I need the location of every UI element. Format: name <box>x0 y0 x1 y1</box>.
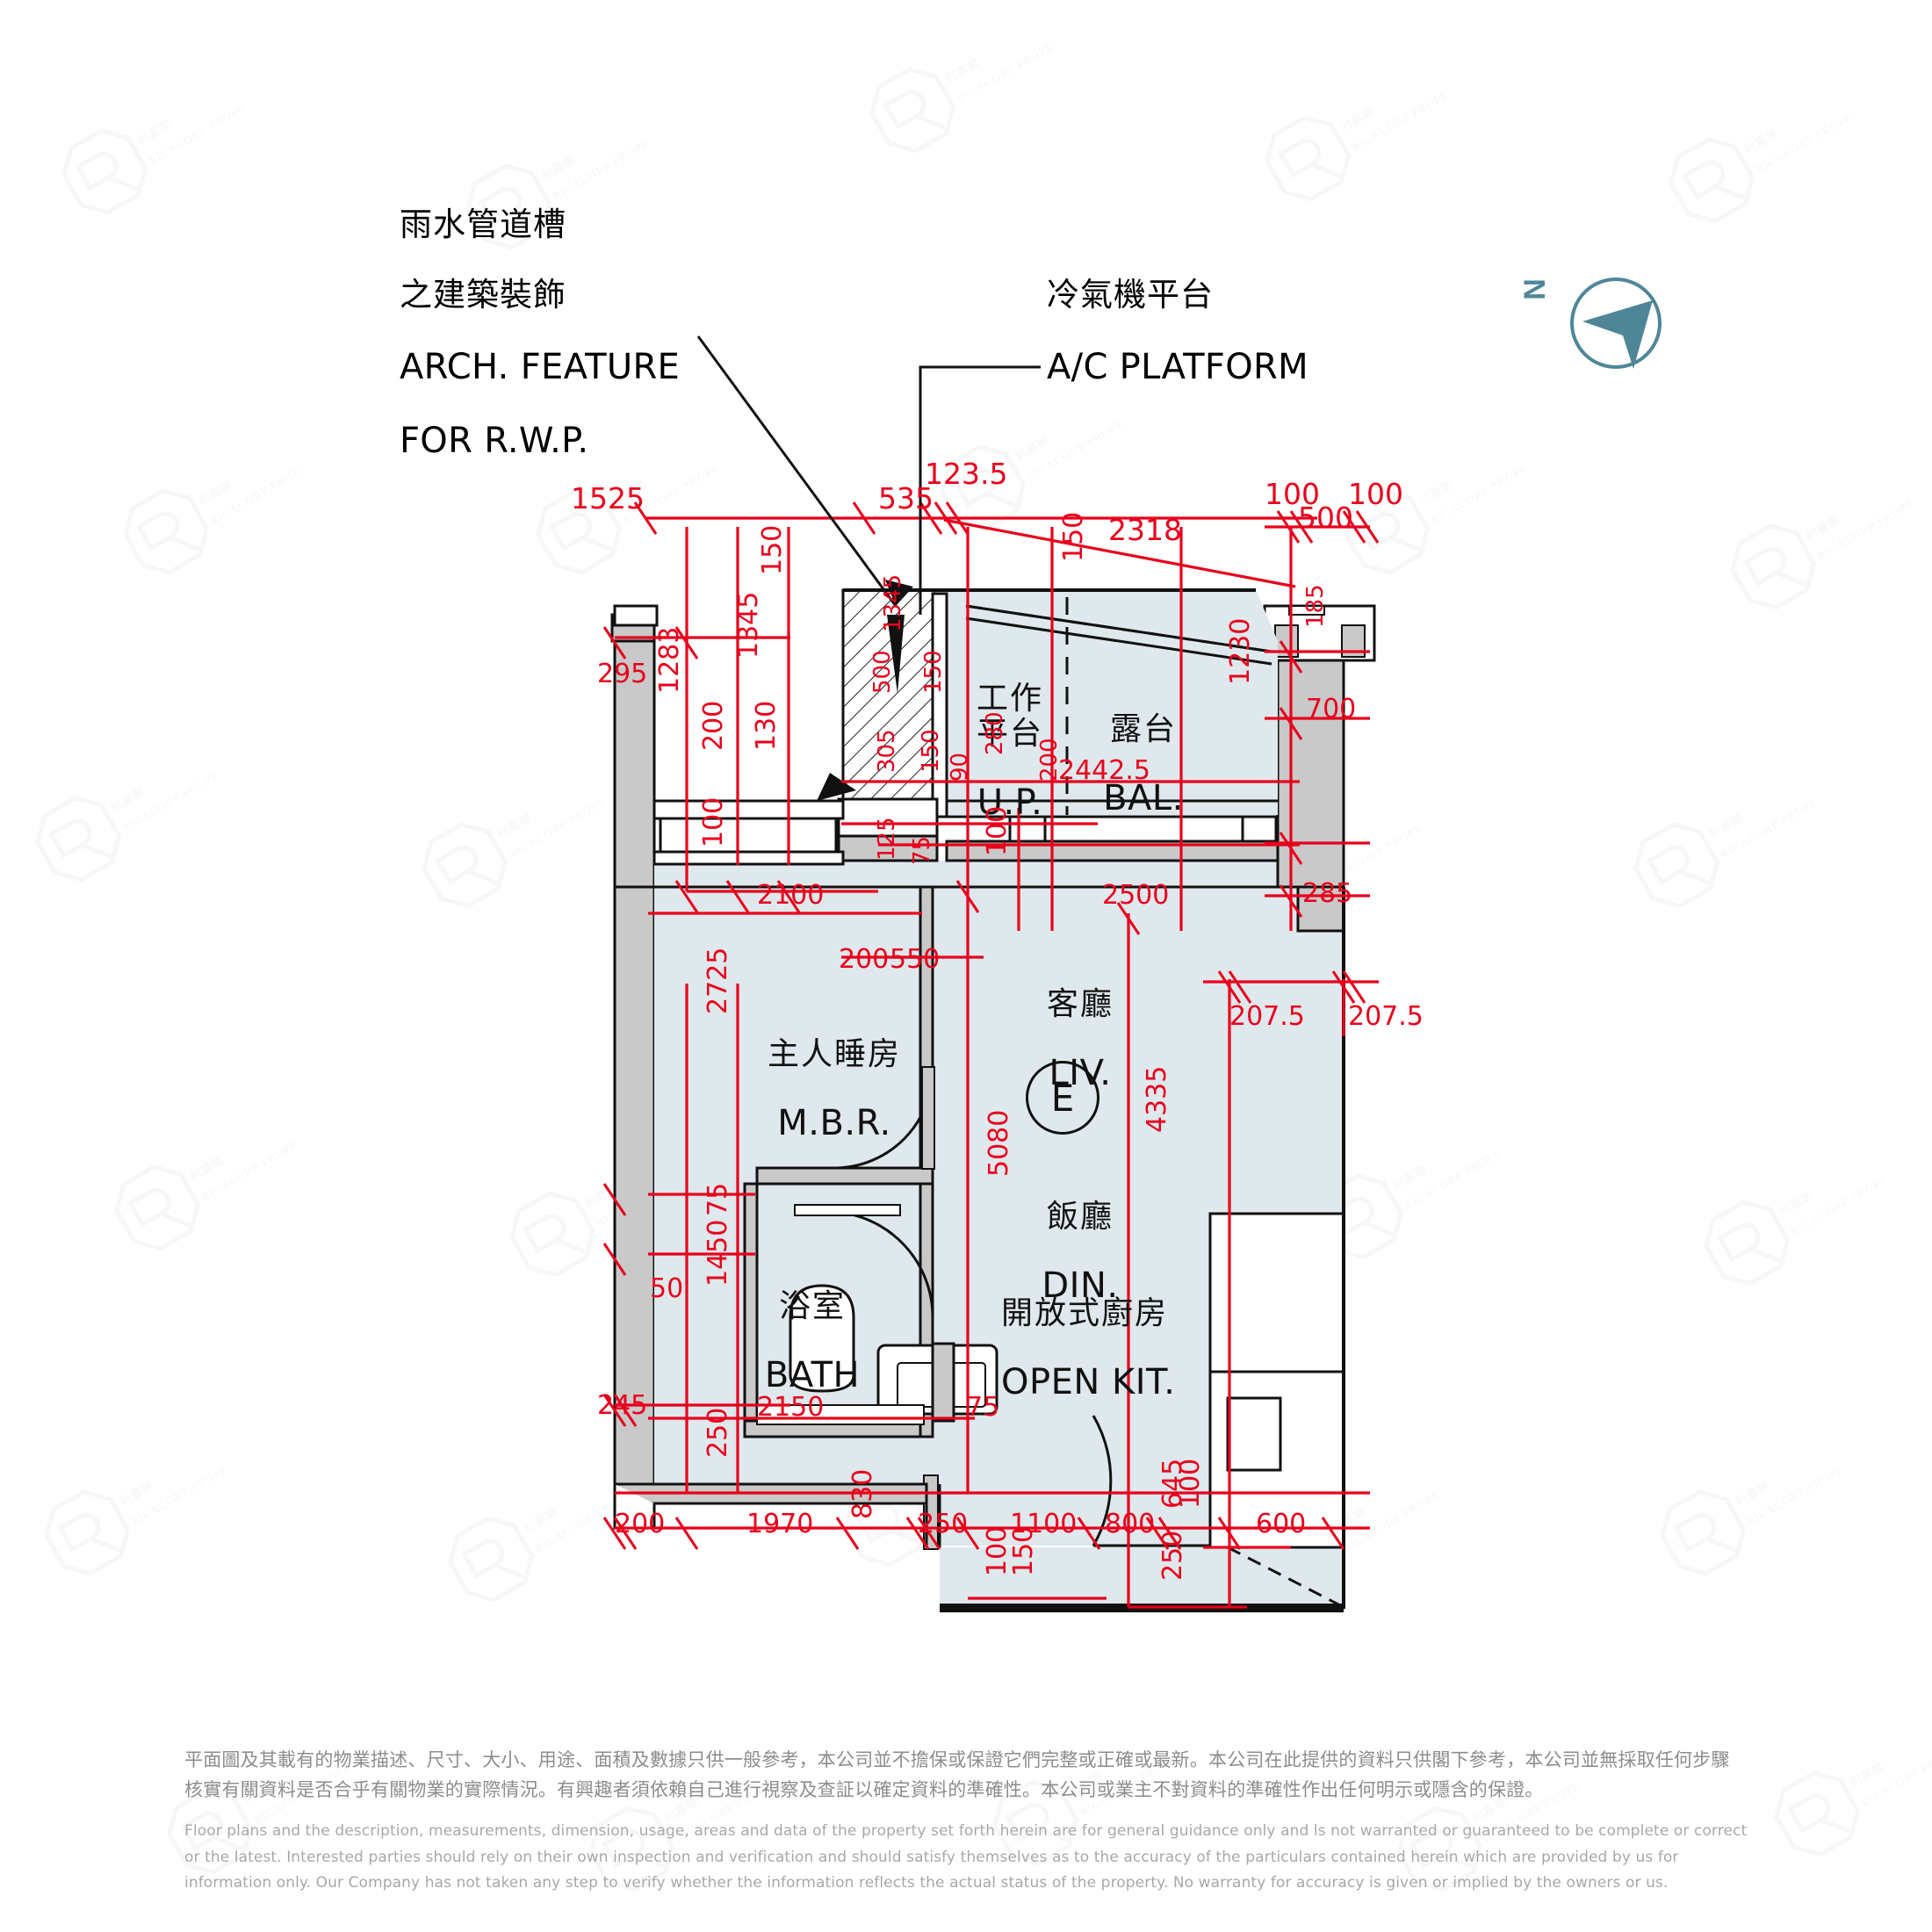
dimension-label: 830 <box>847 1468 878 1519</box>
dimension-label: 150 <box>920 650 947 694</box>
room-living-cn: 客廳 <box>1046 985 1114 1022</box>
room-utility-platform-cn: 工作 平台 <box>976 680 1043 753</box>
dimension-label: 90 <box>947 752 973 782</box>
dimension-label: 2500 <box>1102 880 1170 911</box>
dimension-label: 100 <box>1348 477 1403 511</box>
callout-ac-platform: 冷氣機平台 A/C PLATFORM <box>1047 244 1308 404</box>
callout-ac-platform-en: A/C PLATFORM <box>1047 347 1308 388</box>
dimension-label: 700 <box>1306 694 1357 724</box>
dimension-label: 250 <box>1157 1530 1188 1581</box>
compass-north-indicator: N <box>1518 263 1686 386</box>
dimension-label: 200 <box>698 700 729 751</box>
dimension-label: 1345 <box>733 591 764 659</box>
dimension-label: 125 <box>874 817 900 861</box>
dimension-label: 1450 <box>703 1219 733 1287</box>
dimension-label: 245 <box>597 1390 648 1421</box>
dimension-label: 2318 <box>1108 513 1182 547</box>
dimension-label: 2100 <box>757 880 825 911</box>
disclaimer-english: Floor plans and the description, measure… <box>184 1821 1748 1892</box>
dimension-label: 185 <box>1302 584 1329 628</box>
dimension-label: 305 <box>874 729 900 773</box>
dimension-label: 50 <box>650 1273 684 1304</box>
dimension-label: 2725 <box>703 947 733 1014</box>
dimension-label: 285 <box>1302 878 1353 909</box>
unit-letter-badge: E <box>1026 1061 1099 1135</box>
dimension-label: 200 <box>839 944 890 975</box>
dimension-label: 150 <box>1058 511 1089 562</box>
dimension-label: 100 <box>982 805 1013 856</box>
dimension-label: 250 <box>918 1509 969 1539</box>
dimension-label: 150 <box>918 729 944 773</box>
room-label-bathroom: 浴室 BATH <box>746 1258 878 1411</box>
dimension-label: 2442.5 <box>1058 755 1150 786</box>
dimension-label: 280 <box>982 711 1008 755</box>
dimension-label: 800 <box>1105 1509 1156 1539</box>
dimension-label: 500 <box>869 650 896 694</box>
dimension-label: 1100 <box>1010 1509 1078 1539</box>
callout-arch-feature-en-1: ARCH. FEATURE <box>400 347 681 388</box>
dimension-label: 130 <box>751 700 782 751</box>
dimension-label: 150 <box>1008 1525 1039 1576</box>
room-balcony-cn: 露台 <box>1109 710 1177 747</box>
disclaimer-chinese: 平面圖及其載有的物業描述、尺寸、大小、用途、面積及數據只供一般參考，本公司並不擔… <box>184 1748 1730 1800</box>
dimension-label: 123.5 <box>925 457 1008 491</box>
dimension-label: 2150 <box>757 1392 825 1423</box>
compass-icon <box>1570 278 1662 369</box>
callout-arch-feature-cn-1: 雨水管道槽 <box>400 205 566 244</box>
dimension-label: 75 <box>966 1392 1000 1423</box>
room-open-kitchen-cn: 開放式廚房 <box>1001 1294 1169 1331</box>
room-label-master-bedroom: 主人睡房 M.B.R. <box>738 1006 931 1159</box>
room-utility-platform-en: U.P. <box>977 782 1043 824</box>
dimension-label: 600 <box>1256 1509 1307 1539</box>
room-label-open-kitchen: 開放式廚房 OPEN KIT. <box>1001 1265 1247 1418</box>
dimension-label: 550 <box>890 944 941 975</box>
dimension-label: 4335 <box>1142 1065 1172 1133</box>
dimension-label: 500 <box>1298 501 1353 535</box>
dimension-label: 150 <box>757 524 788 575</box>
dimension-label: 100 <box>1265 477 1320 511</box>
callout-arch-feature-en-2: FOR R.W.P. <box>400 420 589 461</box>
dimension-label: 207.5 <box>1348 1001 1424 1032</box>
room-bathroom-en: BATH <box>764 1354 861 1395</box>
room-master-bedroom-cn: 主人睡房 <box>767 1035 901 1072</box>
room-open-kitchen-en: OPEN KIT. <box>1001 1361 1176 1402</box>
dimension-label: 75 <box>909 835 935 865</box>
plan-structure <box>610 588 1376 1612</box>
dimension-label: 5080 <box>984 1109 1014 1177</box>
dimension-label: 250 <box>703 1407 733 1458</box>
room-balcony-en: BAL. <box>1103 777 1184 818</box>
callout-arch-feature-cn-2: 之建築裝飾 <box>400 276 566 314</box>
dimension-label: 1525 <box>571 481 645 515</box>
room-label-utility-platform: 工作 平台 U.P. <box>957 650 1063 839</box>
dimension-label: 200 <box>615 1509 666 1539</box>
dimension-label: 1230 <box>1225 617 1256 685</box>
dimension-label: 1970 <box>746 1509 814 1539</box>
room-label-balcony: 露台 BAL. <box>1082 681 1205 834</box>
compass-north-label: N <box>1517 278 1552 300</box>
room-dining-en: DIN. <box>1042 1265 1119 1306</box>
room-label-dining: 飯廳 DIN. <box>1010 1168 1150 1322</box>
dimension-label: 1283 <box>654 626 685 694</box>
unit-letter: E <box>1050 1076 1075 1120</box>
callout-arch-feature-rwp: 雨水管道槽 之建築裝飾 ARCH. FEATURE FOR R.W.P. <box>400 174 680 478</box>
dimension-label: 295 <box>597 659 648 689</box>
callout-ac-platform-cn: 冷氣機平台 <box>1047 276 1214 314</box>
room-dining-cn: 飯廳 <box>1046 1198 1114 1235</box>
room-master-bedroom-en: M.B.R. <box>777 1102 891 1143</box>
room-bathroom-cn: 浴室 <box>778 1287 846 1324</box>
dimension-label: 1345 <box>880 573 906 632</box>
dimension-label: 75 <box>703 1182 733 1216</box>
dimension-label: 207.5 <box>1229 1001 1305 1032</box>
disclaimer-footer: 平面圖及其載有的物業描述、尺寸、大小、用途、面積及數據只供一般參考，本公司並不擔… <box>0 1745 1932 1897</box>
dimension-label: 100 <box>698 797 729 847</box>
dimension-label: 100 <box>1175 1458 1206 1509</box>
